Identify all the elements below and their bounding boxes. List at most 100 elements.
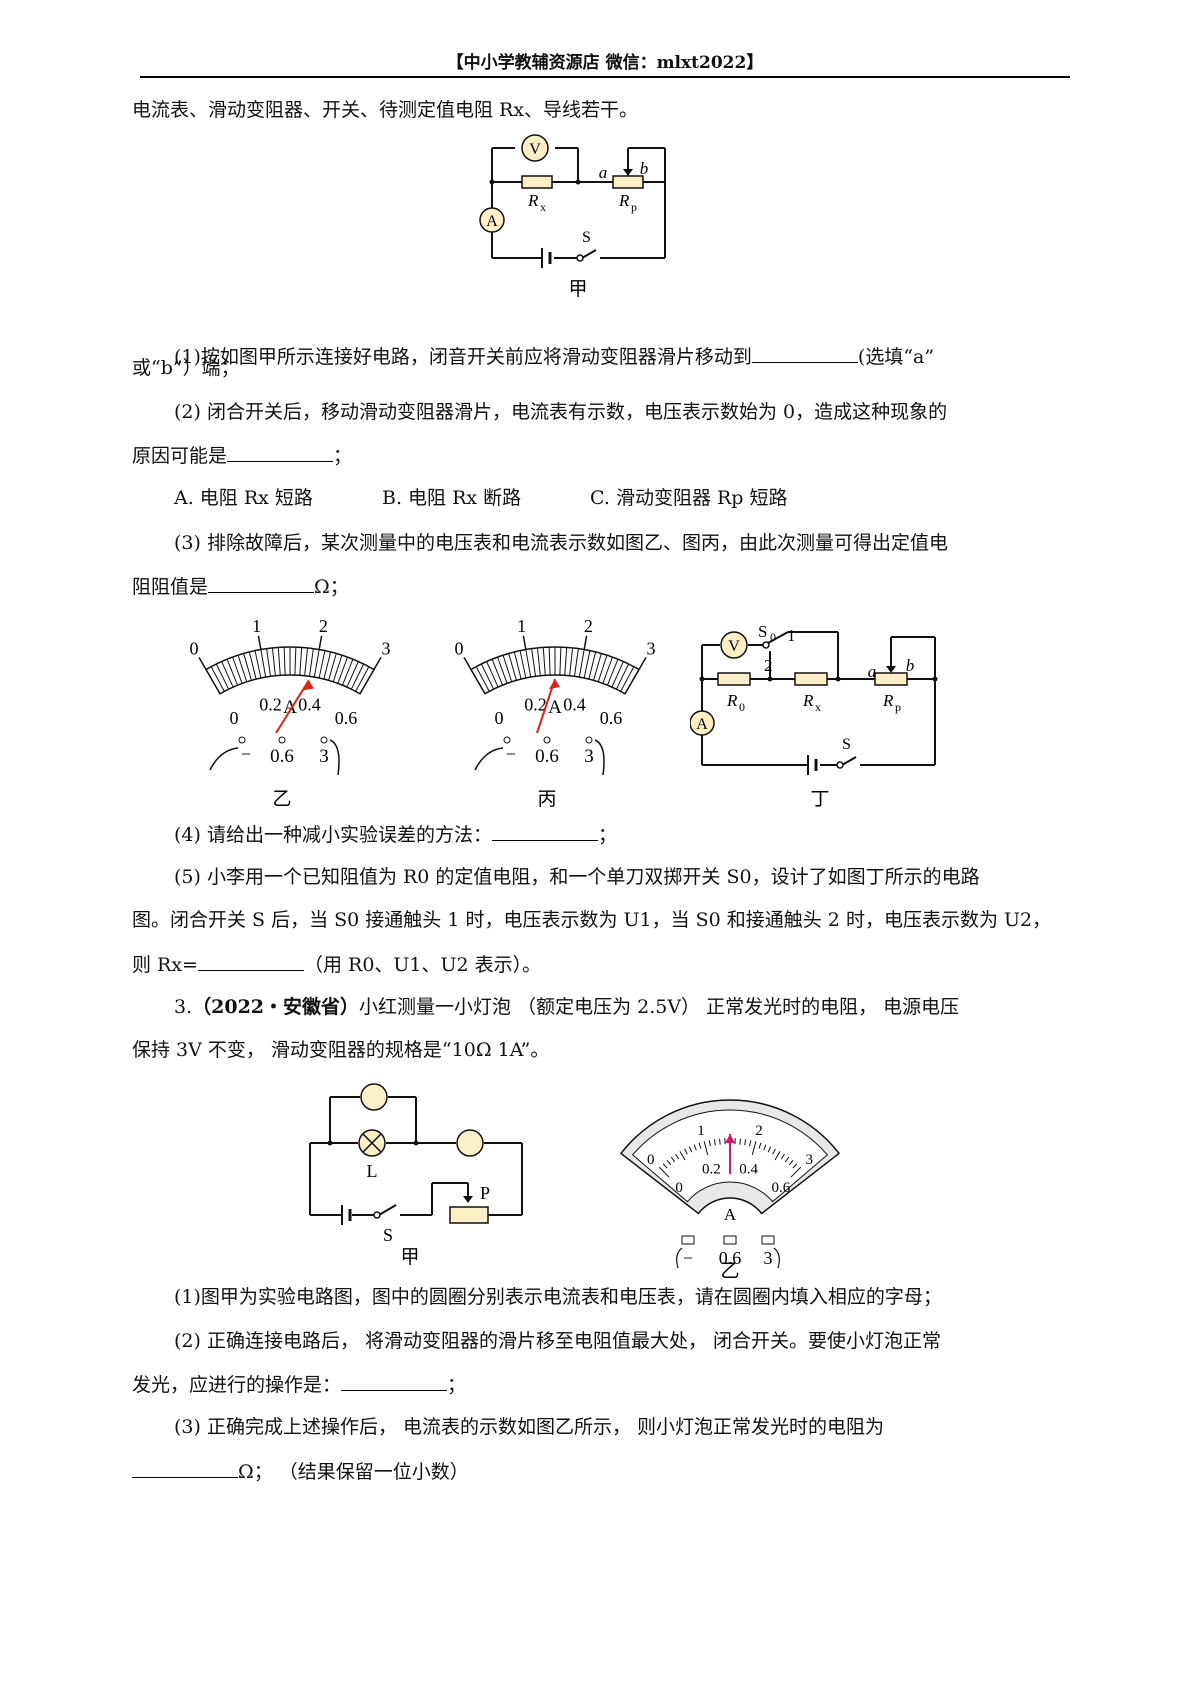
meter3-tick <box>758 1142 762 1149</box>
meter-top-label: 2 <box>319 616 328 636</box>
meter-tick <box>294 647 297 676</box>
meter-unit-label: A <box>283 697 297 718</box>
meter-major-tick <box>373 657 382 670</box>
page-header: 【中小学教辅资源店 微信：mlxt2022】 <box>446 53 764 73</box>
meter3-tick <box>713 1139 716 1146</box>
meter3-tick <box>749 1140 752 1147</box>
meter-bottom-label: 0.2 <box>259 695 282 715</box>
meter-caption: 丙 <box>537 788 556 810</box>
meter-top-label: 2 <box>584 616 593 636</box>
meter-bottom-label: 0.4 <box>298 695 321 715</box>
meter-tick <box>283 647 286 676</box>
meter-tick <box>548 647 551 676</box>
circuit-figure-ding: V A S 0 1 2 a b R 0 R x R p S 丁 <box>690 622 938 810</box>
meter3-tick <box>780 1153 785 1160</box>
meter-tick <box>232 656 243 684</box>
meter-tick <box>271 647 276 676</box>
contact-1-label: 1 <box>787 626 796 645</box>
q5-line2: 图。闭合开关 S 后，当 S0 接通触头 1 时，电压表示数为 U1，当 S0 … <box>132 909 1052 931</box>
meter-major-tick <box>198 657 207 670</box>
terminal-3 <box>585 736 593 744</box>
meter3-bottom-label: 0.2 <box>702 1161 721 1177</box>
q5-line3: 则 Rx=（用 R0、U1、U2 表示）。 <box>132 950 541 979</box>
p3-q1: (1)图甲为实验电路图，图中的圆圈分别表示电流表和电压表，请在圆圈内填入相应的字… <box>174 1286 942 1308</box>
meter-tick <box>486 661 499 688</box>
meter-tick <box>578 649 585 678</box>
meter-tick <box>341 659 354 686</box>
meter-major-tick <box>522 635 527 650</box>
meter3-terminal-label: 3 <box>764 1248 773 1268</box>
meter3-terminal <box>681 1235 695 1245</box>
meter-tick <box>318 650 326 679</box>
meter3-top-label: 3 <box>805 1152 813 1168</box>
meter3-top-label: 2 <box>755 1123 763 1139</box>
ammeter-label: A <box>486 213 498 230</box>
meter-tick <box>475 666 490 692</box>
meter-bottom-label: 0.2 <box>524 695 547 715</box>
meter-tick <box>248 651 257 680</box>
meter-tick <box>470 669 486 695</box>
terminal-wire-left <box>474 747 504 771</box>
terminal-wire-right <box>329 739 340 776</box>
terminal-neg <box>503 736 511 744</box>
meter-top-label: 0 <box>455 639 464 659</box>
p3-line1: 3.（2022・安徽省）小红测量一小灯泡 （额定电压为 2.5V） 正常发光时的… <box>174 996 960 1018</box>
meter-tick <box>355 666 370 692</box>
meter3-terminal-label: − <box>683 1248 693 1268</box>
meter3-tick <box>739 1138 741 1145</box>
s0-sub: 0 <box>770 630 776 644</box>
meter-tick <box>564 647 568 676</box>
meter3-tick <box>767 1146 772 1153</box>
meter-tick <box>606 659 619 686</box>
meter-tick <box>237 655 248 683</box>
meter3-tick <box>679 1151 686 1161</box>
meter-tick <box>221 661 234 688</box>
meter3-tick <box>790 1166 802 1178</box>
figure-ding-caption: 丁 <box>810 788 829 810</box>
meter-tick <box>593 653 602 681</box>
meter3-tick <box>658 1166 670 1178</box>
meter-tick <box>346 661 359 688</box>
switch-s-label: S <box>582 229 591 246</box>
switch-s-label: S <box>842 736 851 753</box>
q2-line1: (2) 闭合开关后，移动滑动变阻器滑片，电流表有示数，电压表示数始为 0，造成这… <box>174 401 948 423</box>
meter-top-label: 0 <box>190 639 199 659</box>
meter3-tick <box>788 1159 794 1166</box>
meter-tick <box>313 649 320 678</box>
slider-p-label: P <box>480 1183 490 1203</box>
terminal-wire-right <box>594 739 605 776</box>
meter-tick <box>328 653 337 681</box>
terminal-b-label: b <box>906 656 915 675</box>
meter-tick <box>597 655 608 683</box>
terminal-neg-label: − <box>506 744 516 764</box>
meter-unit-label: A <box>548 697 562 718</box>
meter3-tick <box>744 1139 747 1146</box>
p3-q2-line2: 发光，应进行的操作是：； <box>132 1370 466 1399</box>
q2-line2: 原因可能是； <box>132 441 352 470</box>
q4-line: (4) 请给出一种减小实验误差的方法：； <box>174 820 617 849</box>
meter-tick <box>583 650 591 679</box>
meter3-tick <box>708 1140 711 1147</box>
meter-tick <box>573 648 579 677</box>
meter-tick <box>254 650 262 679</box>
meter-tick <box>323 651 332 680</box>
option-b: B. 电阻 Rx 断路 <box>382 487 522 509</box>
meter-tick <box>350 663 365 690</box>
meter3-tick <box>772 1148 776 1155</box>
meter-tick <box>525 649 532 678</box>
meter3-needle-head <box>725 1134 735 1143</box>
header-rule <box>140 76 1070 78</box>
meter-tick <box>308 648 314 677</box>
terminal-a-label: a <box>599 163 608 182</box>
rp-label: R <box>618 191 630 210</box>
meter3-bottom-label: 0.6 <box>772 1180 791 1196</box>
meter-bottom-label: 0 <box>495 708 504 728</box>
meter-tick <box>205 669 221 695</box>
meter3-tick <box>698 1142 702 1149</box>
meter-tick <box>602 656 613 684</box>
meter-tick <box>337 656 348 684</box>
rx-sub: x <box>540 200 546 214</box>
terminal-06-label: 0.6 <box>270 746 294 767</box>
meter-top-label: 1 <box>517 616 526 636</box>
